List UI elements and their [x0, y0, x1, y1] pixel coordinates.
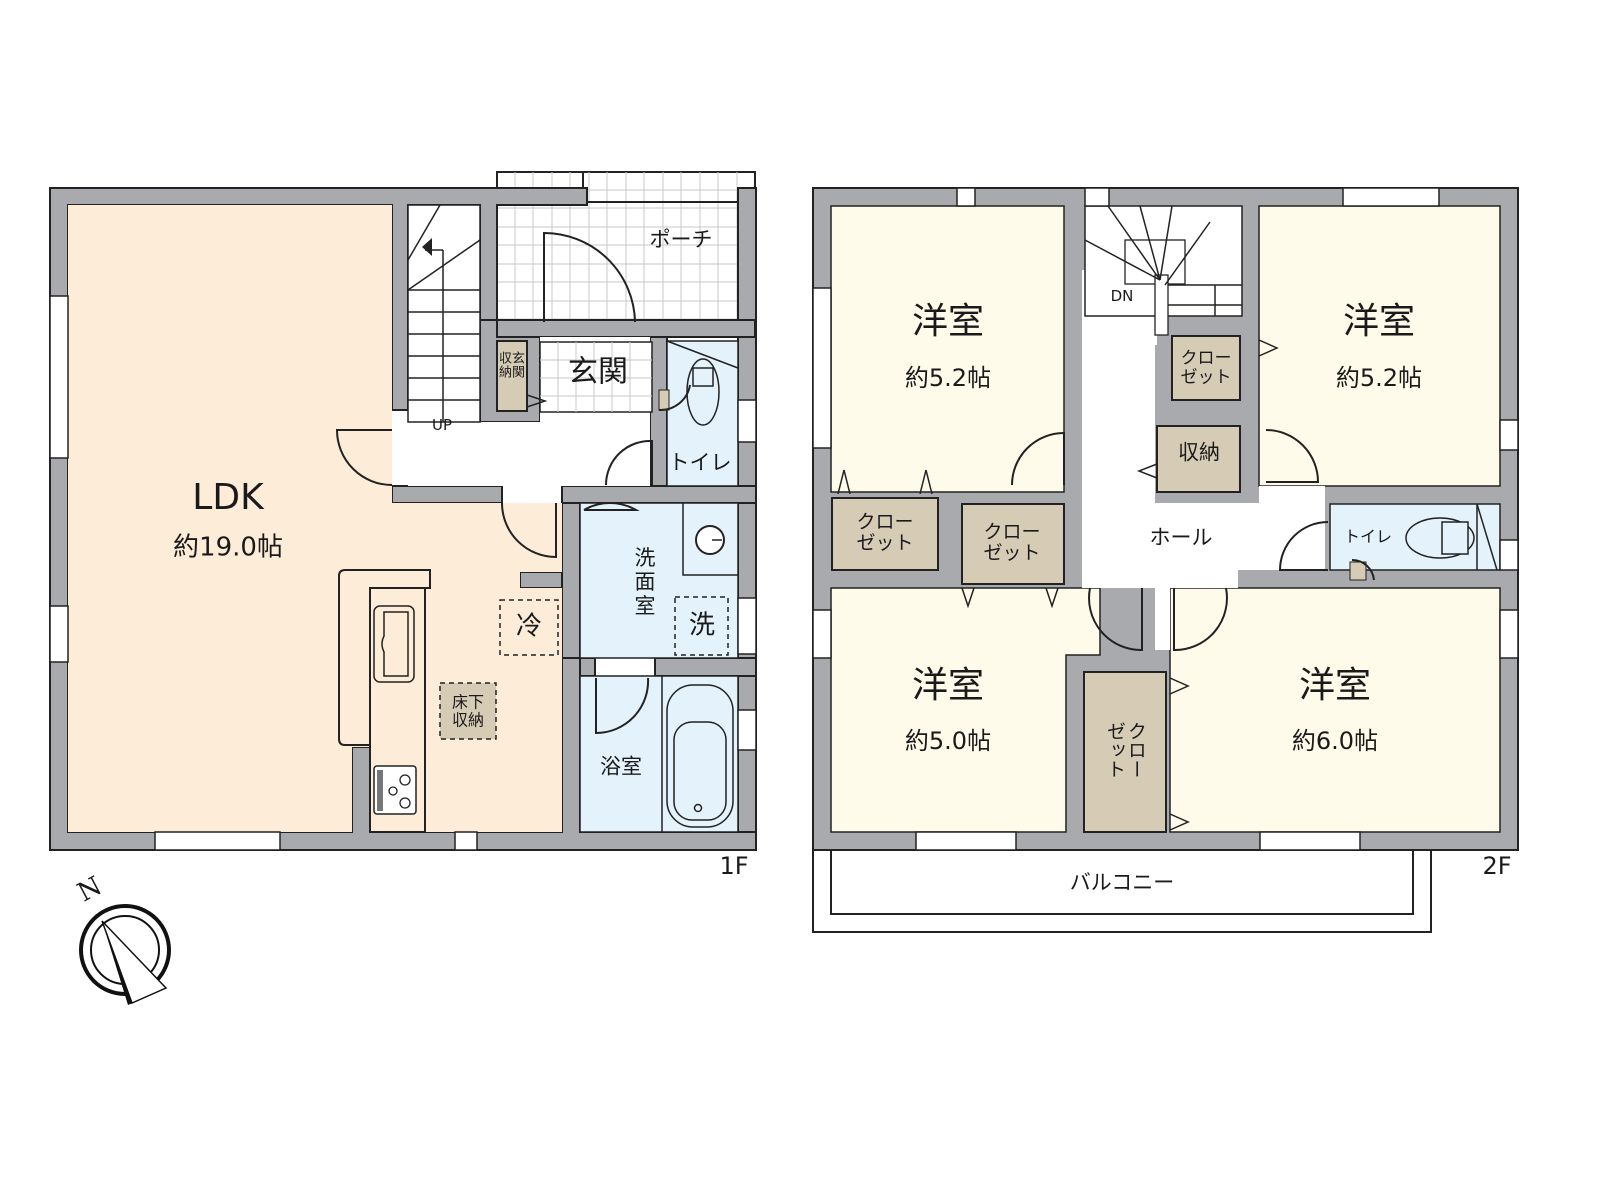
floor-1f — [49, 171, 757, 851]
room-area-western-sw: 約5.0帖 — [904, 726, 992, 755]
room-name-hall: ホール — [1149, 525, 1213, 550]
stairs-dn-label: DN — [1110, 286, 1134, 305]
room-area-western-nw: 約5.2帖 — [904, 363, 992, 392]
closet-nw — [831, 497, 939, 571]
compass-icon — [79, 904, 171, 1005]
room-name-bath: 浴室 — [600, 754, 642, 779]
room-ldk — [68, 205, 562, 832]
floor-label-1f: 1F — [719, 851, 749, 880]
room-name-storage-2f: 収納 — [1178, 440, 1220, 465]
storage-2f — [1156, 425, 1241, 493]
fridge-label: 冷 — [515, 611, 543, 642]
room-name-western-sw: 洋室 — [911, 665, 985, 707]
room-name-toilet-2f: トイレ — [1343, 527, 1393, 547]
floor-label-2f: 2F — [1482, 851, 1512, 880]
room-name-western-ne: 洋室 — [1342, 301, 1416, 343]
windows-2f — [812, 187, 1519, 851]
front-door — [543, 231, 636, 323]
room-name-ldk: LDK — [192, 477, 264, 519]
closet-nw-label: クロー ゼット — [856, 511, 914, 554]
entrance-storage — [496, 340, 528, 412]
room-area-western-se: 約6.0帖 — [1291, 726, 1379, 755]
floor-2f — [812, 187, 1519, 933]
room-name-washroom: 洗 面 室 — [634, 545, 656, 619]
room-name-western-se: 洋室 — [1298, 665, 1372, 707]
kitchen — [338, 569, 431, 833]
stairs-up-label: UP — [431, 415, 453, 434]
underfloor-storage — [439, 682, 497, 740]
genkan-floor — [539, 341, 653, 413]
room-western-se — [1169, 587, 1501, 833]
room-name-western-nw: 洋室 — [911, 301, 985, 343]
closet-vertical-label: クロー ゼット — [1104, 721, 1147, 779]
fridge-space — [499, 599, 559, 656]
washer-space — [674, 596, 729, 656]
room-name-entrance: 玄関 — [568, 354, 628, 390]
closet-center-label: クロー ゼット — [983, 521, 1041, 564]
closet-ne-label: クロー ゼット — [1180, 348, 1232, 387]
closet-ne — [1171, 335, 1241, 401]
room-western-ne — [1258, 205, 1501, 487]
stairs-1f — [407, 204, 481, 423]
windows-1f — [49, 295, 757, 851]
closet-vertical — [1083, 671, 1167, 833]
closet-center — [961, 503, 1065, 585]
underfloor-storage-label: 床下 収納 — [451, 692, 485, 729]
room-area-western-ne: 約5.2帖 — [1335, 363, 1423, 392]
room-name-entrance-storage: 収玄 納関 — [498, 351, 526, 380]
stairs-2f — [1084, 205, 1243, 336]
room-western-nw — [830, 205, 1065, 493]
room-area-ldk: 約19.0帖 — [173, 532, 283, 563]
room-western-sw — [830, 587, 1101, 833]
balcony-label: バルコニー — [1069, 870, 1175, 895]
room-name-toilet-1f: トイレ — [668, 450, 732, 475]
washer-label: 洗 — [688, 610, 716, 641]
room-name-porch: ポーチ — [649, 227, 713, 252]
